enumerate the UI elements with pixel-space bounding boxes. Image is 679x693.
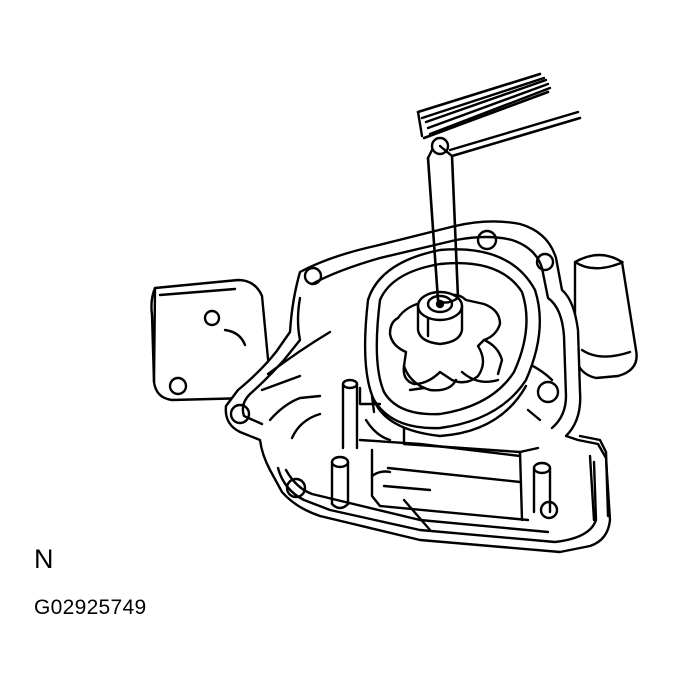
lower-mechanism [360,388,608,530]
stud-left [332,380,357,508]
right-boss [575,255,637,378]
stud-right [534,463,550,512]
view-label: N [34,544,54,574]
figure-code: G02925749 [34,596,147,619]
wrench-tool [418,74,580,303]
